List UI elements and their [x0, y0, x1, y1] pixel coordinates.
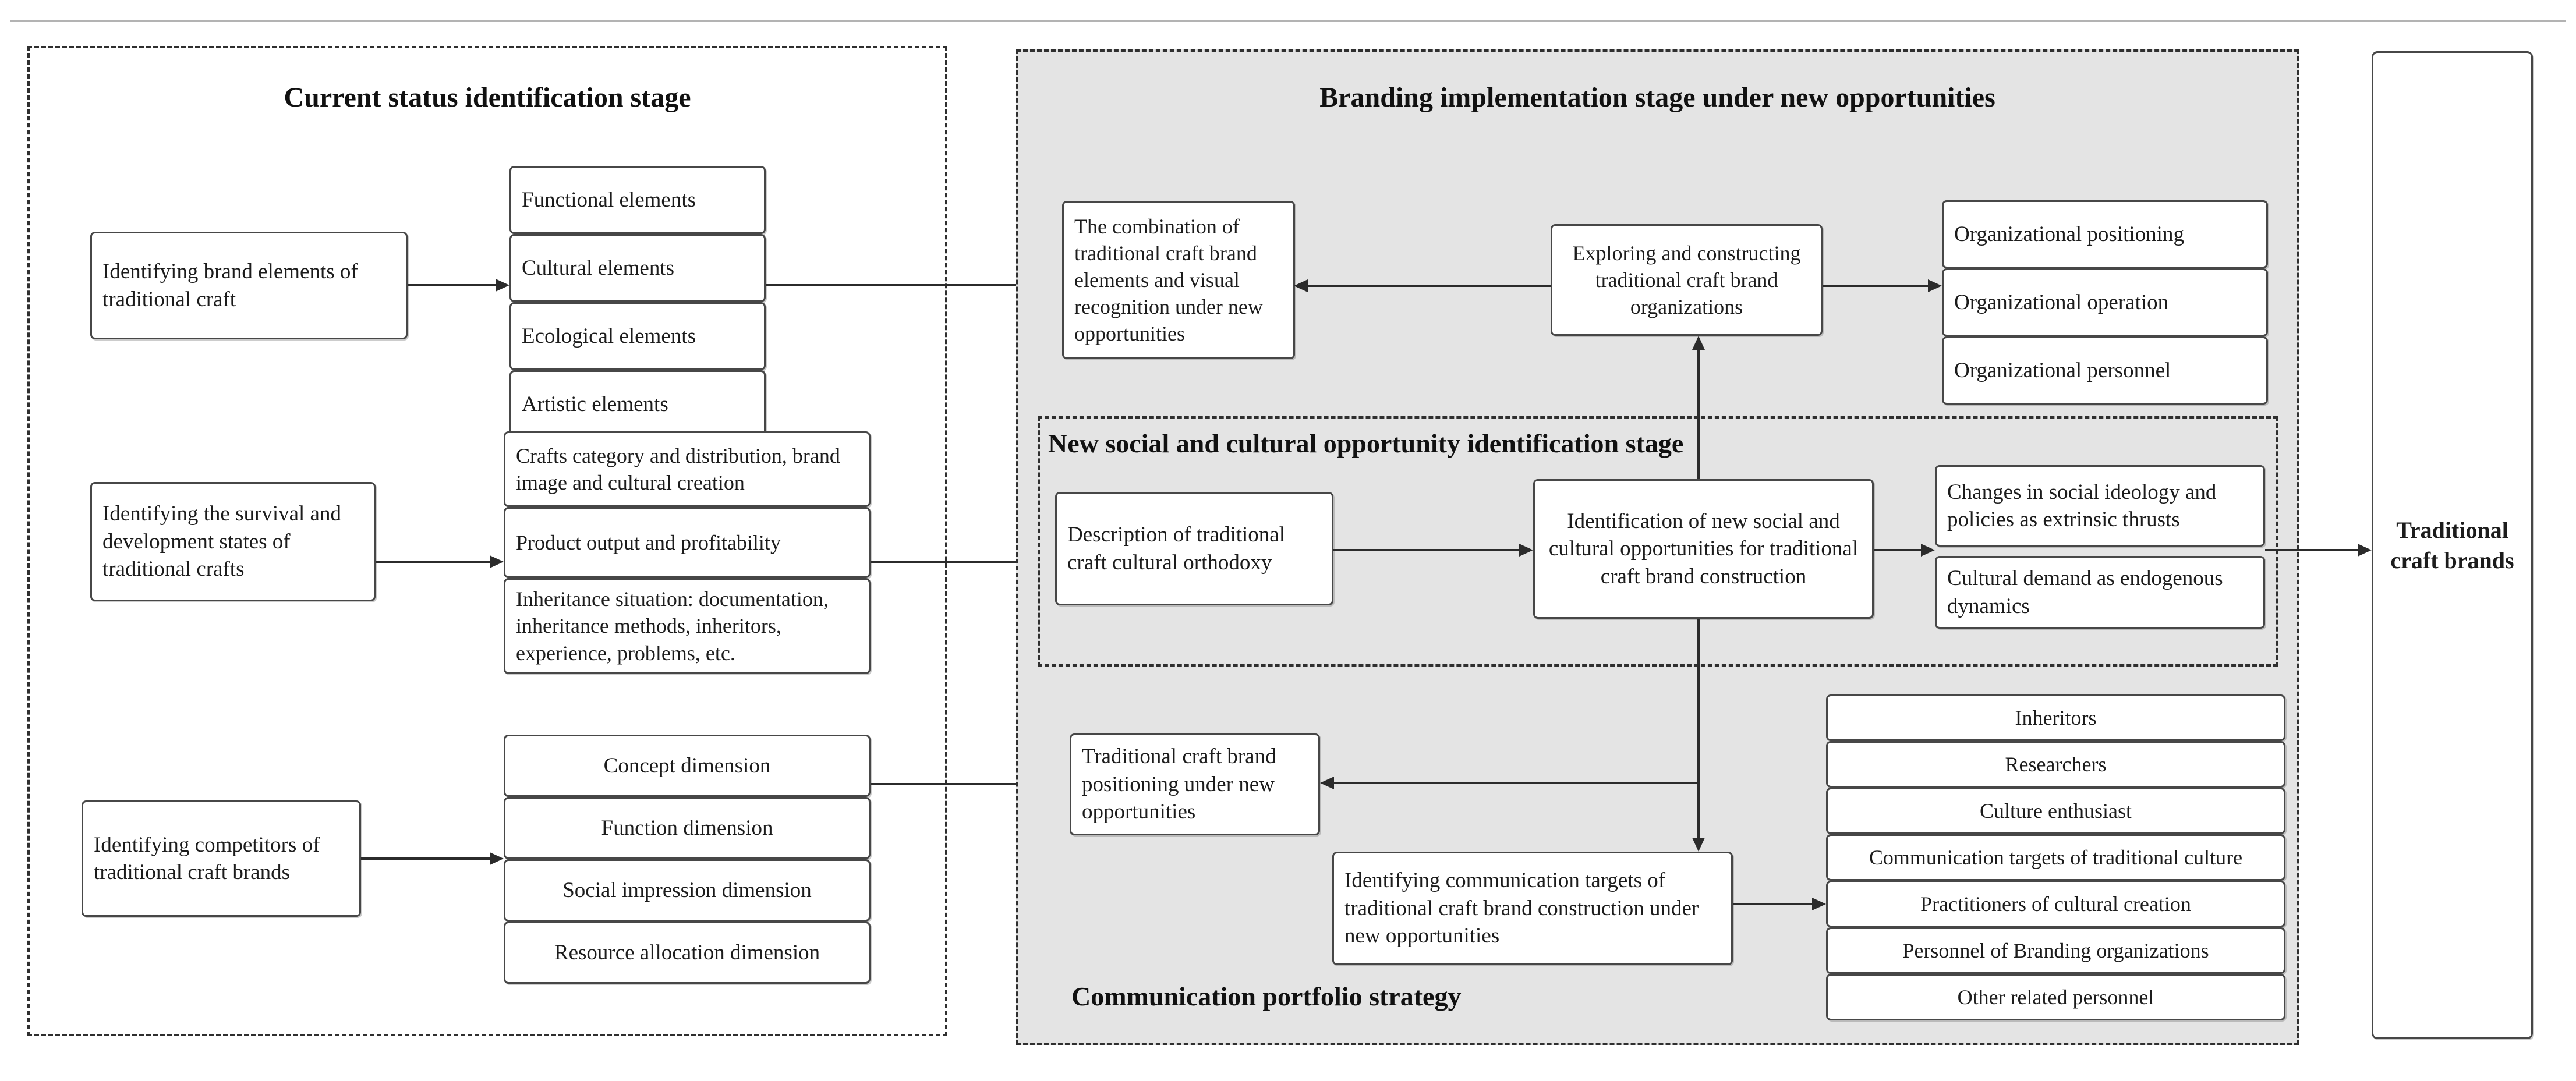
arrowhead-targets-to-list — [1812, 898, 1826, 910]
item-box-social-impression-dimension: Social impression dimension — [504, 859, 871, 921]
description-box: Description of traditional craft cultura… — [1055, 492, 1333, 605]
arrowhead-description-to-identification — [1519, 544, 1533, 557]
target-box-researchers: Researchers — [1826, 741, 2285, 788]
target-box-culture-enthusiast: Culture enthusiast — [1826, 788, 2285, 834]
exploring-box: Exploring and constructing traditional c… — [1551, 224, 1823, 336]
current-status-panel-title: Current status identification stage — [284, 82, 691, 113]
source-box-competitors: Identifying competitors of traditional c… — [82, 800, 361, 917]
target-box-practitioners: Practitioners of cultural creation — [1826, 881, 2285, 927]
source-box-brand-elements: Identifying brand elements of traditiona… — [90, 232, 408, 339]
identification-box: Identification of new social and cultura… — [1533, 479, 1874, 619]
line-connector-to-positioning — [1334, 782, 1700, 784]
targets-box: Identifying communication targets of tra… — [1332, 852, 1733, 965]
arrowhead-exploring-to-organizations — [1928, 279, 1942, 292]
source-box-survival-states: Identifying the survival and development… — [90, 482, 376, 601]
arrowhead-changes-to-output — [2358, 544, 2372, 557]
item-box-cultural-elements: Cultural elements — [509, 234, 766, 302]
item-box-ecological-elements: Ecological elements — [509, 302, 766, 370]
item-box-resource-allocation-dimension: Resource allocation dimension — [504, 921, 871, 984]
connector-identification-to-exploring — [1697, 350, 1700, 481]
line-exploring-to-organizations — [1823, 285, 1928, 287]
line-exploring-to-combination — [1308, 285, 1551, 287]
extrinsic-thrusts-box: Changes in social ideology and policies … — [1935, 465, 2265, 547]
arrowhead-down-to-targets — [1692, 838, 1705, 852]
implementation-panel-title: Branding implementation stage under new … — [1319, 82, 1995, 113]
arrowhead-identification-to-exploring — [1692, 336, 1705, 350]
item-box-concept-dimension: Concept dimension — [504, 735, 871, 797]
opportunity-panel — [1038, 416, 2278, 667]
endogenous-dynamics-box: Cultural demand as endogenous dynamics — [1935, 556, 2265, 629]
output-box-traditional-craft-brands: Traditional craft brands — [2372, 51, 2533, 1039]
item-box-function-dimension: Function dimension — [504, 797, 871, 859]
connector-identification-to-targets — [1697, 619, 1700, 838]
opportunity-panel-title: New social and cultural opportunity iden… — [1048, 428, 1684, 458]
communication-strategy-label: Communication portfolio strategy — [1071, 981, 1462, 1011]
line-identification-to-changes — [1874, 549, 1921, 551]
item-box-artistic-elements: Artistic elements — [509, 370, 766, 438]
line-changes-to-output — [2265, 549, 2358, 551]
arrow-competitors-to-items — [361, 857, 491, 860]
org-box-personnel: Organizational personnel — [1942, 336, 2268, 405]
arrowhead-exploring-to-combination — [1294, 279, 1308, 292]
org-box-operation: Organizational operation — [1942, 268, 2268, 336]
line-elements-to-combination — [766, 284, 1049, 286]
arrowhead-survival-to-items — [490, 555, 504, 568]
item-box-product-output: Product output and profitability — [504, 507, 871, 578]
item-box-crafts-category: Crafts category and distribution, brand … — [504, 431, 871, 507]
org-box-positioning: Organizational positioning — [1942, 200, 2268, 268]
line-description-to-identification — [1333, 549, 1519, 551]
target-box-branding-personnel: Personnel of Branding organizations — [1826, 927, 2285, 974]
arrow-brand-elements-to-items — [408, 284, 497, 286]
item-box-functional-elements: Functional elements — [509, 166, 766, 234]
target-box-other-personnel: Other related personnel — [1826, 974, 2285, 1020]
top-divider-rule — [10, 20, 2566, 22]
positioning-box: Traditional craft brand positioning unde… — [1070, 733, 1320, 835]
target-box-communication-targets: Communication targets of traditional cul… — [1826, 834, 2285, 881]
arrowhead-competitors-to-items — [490, 852, 504, 865]
line-survival-to-description — [871, 561, 1042, 563]
arrowhead-to-positioning — [1320, 777, 1334, 789]
line-dimensions-to-positioning — [871, 783, 1057, 785]
line-targets-to-list — [1733, 903, 1812, 905]
arrow-survival-to-items — [376, 561, 491, 563]
arrowhead-brand-elements-to-items — [496, 279, 509, 292]
target-box-inheritors: Inheritors — [1826, 694, 2285, 741]
arrowhead-identification-to-changes — [1921, 544, 1935, 557]
item-box-inheritance-situation: Inheritance situation: documentation, in… — [504, 578, 871, 674]
combination-box: The combination of traditional craft bra… — [1062, 201, 1295, 359]
